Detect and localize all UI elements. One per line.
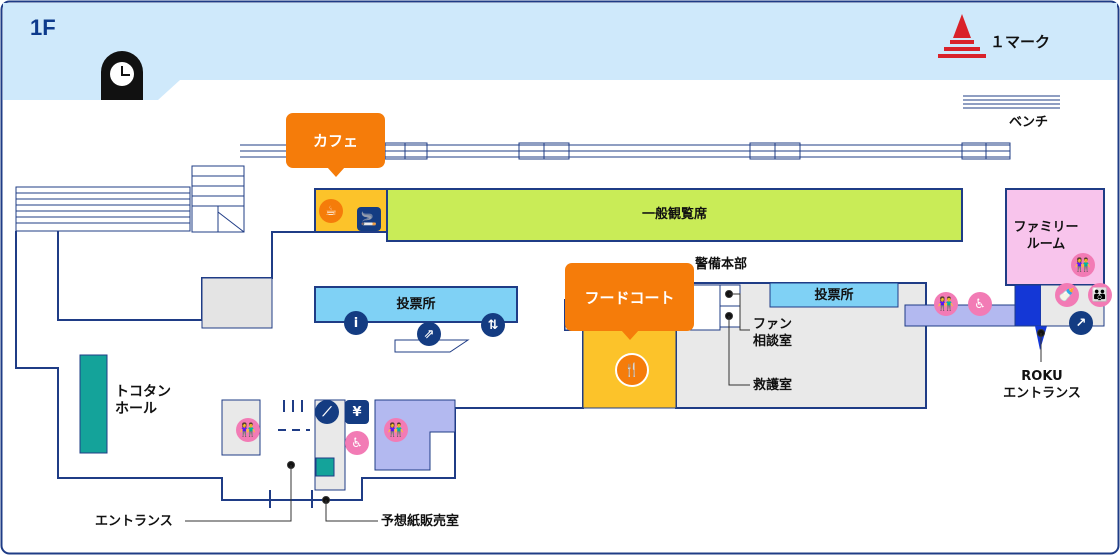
- restroom-icon: 👫: [1071, 253, 1095, 277]
- restroom-icon: 👫: [934, 292, 958, 316]
- wheelchair-icon: ♿: [968, 292, 992, 316]
- stairs-icon: ↗: [1069, 311, 1093, 335]
- nursing-icon: 🍼: [1055, 283, 1079, 307]
- mark-legend-label: １マーク: [990, 33, 1051, 51]
- betting-left-label: 投票所: [396, 297, 436, 312]
- family-room: [1005, 188, 1105, 286]
- fan-consult-label: ファン 相談室: [753, 317, 793, 349]
- coffee-icon: ☕: [319, 199, 343, 223]
- wheelchair-icon: ♿: [345, 431, 369, 455]
- atm-icon: ¥: [345, 400, 369, 424]
- info-icon: i: [344, 311, 368, 335]
- roku-entrance-label: ROKU エントランス: [1003, 369, 1081, 401]
- first-aid-label: 救護室: [753, 378, 793, 393]
- betting-right-label: 投票所: [814, 288, 854, 303]
- water-area: [3, 3, 1117, 100]
- restroom-icon: 👫: [384, 418, 408, 442]
- restaurant-icon: 🍴: [615, 353, 649, 387]
- food-court-callout[interactable]: フードコート: [565, 263, 694, 340]
- baby-room-icon: 👪: [1088, 283, 1112, 307]
- security-hq-label: 警備本部: [695, 257, 748, 272]
- drinking-icon: ⟋: [315, 400, 339, 424]
- forecast-paper-label: 予想紙販売室: [381, 514, 460, 529]
- bench-label: ベンチ: [1009, 115, 1049, 130]
- mark-icon: [938, 14, 986, 58]
- family-room-label: ファミリー ルーム: [1013, 220, 1079, 252]
- left-stands: [15, 165, 245, 233]
- floor-label: 1F: [30, 15, 56, 40]
- restroom-icon: 👫: [236, 418, 260, 442]
- cafe-callout[interactable]: カフェ: [286, 113, 385, 177]
- smoking-icon: 🚬: [357, 207, 381, 231]
- entrance-label: エントランス: [95, 514, 173, 529]
- escalator-icon: ⇗: [417, 322, 441, 346]
- general-stand-label: 一般観覧席: [641, 207, 707, 222]
- tokotan-hall-label: トコタン ホール: [115, 384, 171, 417]
- roku-entrance-door: [1014, 284, 1042, 327]
- tokotan-hall: [79, 354, 108, 454]
- general-stand: [386, 188, 963, 242]
- elevator-icon: ⇅: [481, 313, 505, 337]
